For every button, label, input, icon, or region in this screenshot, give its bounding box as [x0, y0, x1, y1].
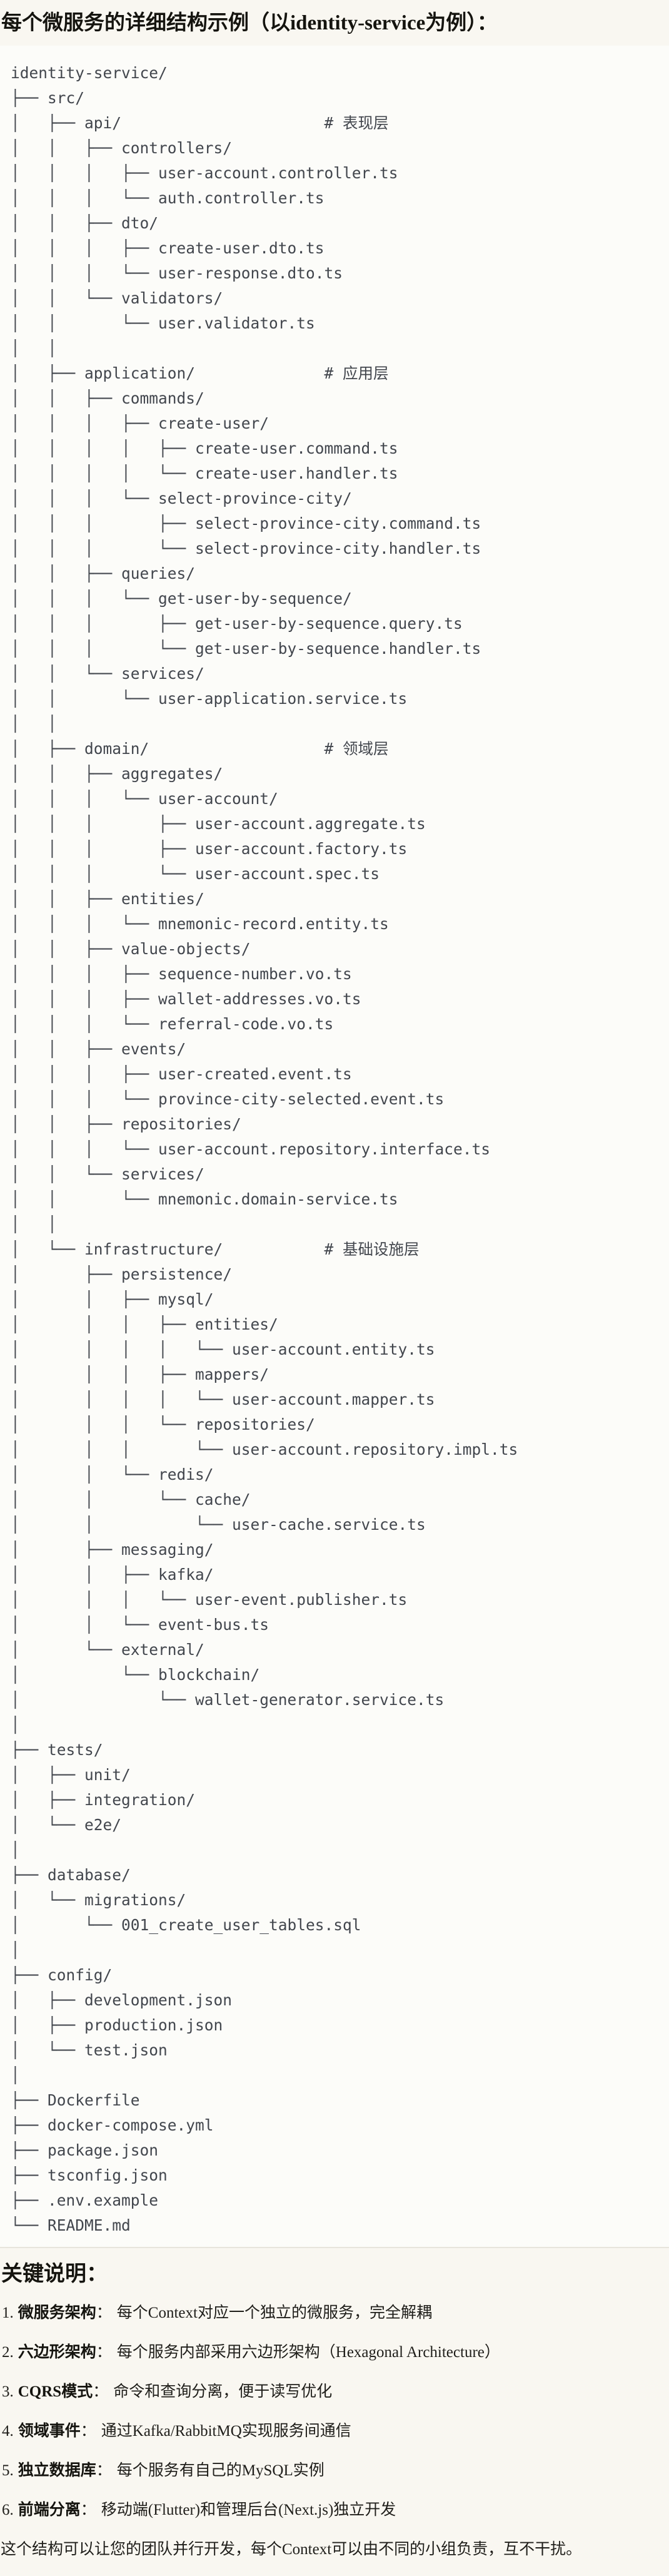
item-separator: ：	[96, 2461, 112, 2479]
item-text: 每个服务内部采用六边形架构（Hexagonal Architecture）	[116, 2343, 500, 2361]
notes-section: 关键说明： 1.微服务架构：每个Context对应一个独立的微服务，完全解耦 2…	[0, 2248, 669, 2561]
code-block: identity-service/ ├── src/ │ ├── api/ # …	[0, 45, 669, 2248]
item-text: 移动端(Flutter)和管理后台(Next.js)独立开发	[101, 2501, 396, 2518]
list-item: 4.领域事件： 通过Kafka/RabbitMQ实现服务间通信	[0, 2420, 663, 2443]
item-text: 每个Context对应一个独立的微服务，完全解耦	[116, 2304, 432, 2321]
item-text: 通过Kafka/RabbitMQ实现服务间通信	[101, 2422, 351, 2440]
item-separator: ：	[93, 2383, 109, 2400]
list-item: 6.前端分离： 移动端(Flutter)和管理后台(Next.js)独立开发	[0, 2499, 663, 2522]
notes-heading: 关键说明：	[1, 2262, 108, 2286]
item-number: 2.	[2, 2343, 14, 2361]
list-item: 3.CQRS模式：命令和查询分离，便于读写优化	[0, 2381, 663, 2403]
item-label: 前端分离	[18, 2501, 81, 2518]
list-item: 2.六边形架构：每个服务内部采用六边形架构（Hexagonal Architec…	[0, 2341, 663, 2364]
item-number: 3.	[2, 2383, 14, 2400]
list-item: 5.独立数据库：每个服务有自己的MySQL实例	[0, 2460, 663, 2482]
item-number: 6.	[2, 2501, 14, 2518]
item-label: 六边形架构	[18, 2343, 96, 2361]
item-separator: ：	[80, 2422, 96, 2440]
item-label: 微服务架构	[18, 2304, 96, 2321]
item-number: 1.	[2, 2304, 14, 2321]
item-label: 领域事件	[18, 2422, 81, 2440]
item-number: 5.	[2, 2461, 14, 2479]
closing-paragraph: 这个结构可以让您的团队并行开发，每个Context可以由不同的小组负责，互不干扰…	[1, 2540, 582, 2558]
item-separator: ：	[96, 2304, 112, 2321]
item-text: 命令和查询分离，便于读写优化	[113, 2383, 333, 2400]
item-text: 每个服务有自己的MySQL实例	[116, 2461, 324, 2479]
directory-tree: identity-service/ ├── src/ │ ├── api/ # …	[11, 63, 518, 2234]
list-item: 1.微服务架构：每个Context对应一个独立的微服务，完全解耦	[0, 2302, 663, 2324]
item-separator: ：	[96, 2343, 112, 2361]
item-label: 独立数据库	[18, 2461, 96, 2479]
item-label: CQRS模式	[18, 2383, 93, 2400]
page-title: 每个微服务的详细结构示例（以identity-service为例）：	[1, 12, 498, 34]
notes-list: 1.微服务架构：每个Context对应一个独立的微服务，完全解耦 2.六边形架构…	[0, 2302, 663, 2522]
item-number: 4.	[2, 2422, 14, 2440]
item-separator: ：	[80, 2501, 96, 2518]
